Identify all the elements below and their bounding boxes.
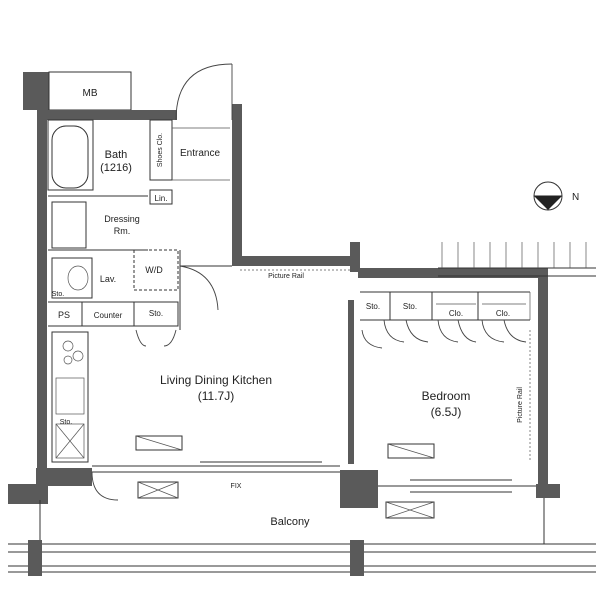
label-clo-2: Clo. — [496, 309, 510, 318]
label-picture-rail-ldk: Picture Rail — [268, 273, 304, 280]
north-compass: N — [533, 181, 579, 211]
label-kitchen-sto: Sto. — [60, 419, 73, 426]
label-shoe-closet: Shoes Clo. — [157, 133, 164, 167]
label-wd: W/D — [145, 265, 163, 275]
label-fix: FIX — [231, 483, 242, 490]
label-lav: Lav. — [100, 274, 116, 284]
interior-lines — [8, 119, 596, 576]
label-sto-bed-2: Sto. — [403, 302, 417, 311]
label-ps: PS — [58, 310, 70, 320]
label-mb: MB — [83, 88, 98, 99]
label-bath-size: (1216) — [100, 162, 132, 174]
label-bath: Bath — [105, 149, 128, 161]
label-entrance: Entrance — [180, 148, 220, 159]
label-clo-1: Clo. — [449, 309, 463, 318]
label-bedroom-size: (6.5J) — [431, 405, 462, 419]
label-balcony: Balcony — [270, 516, 310, 528]
label-sto-hall: Sto. — [149, 309, 163, 318]
label-ldk: Living Dining Kitchen — [160, 373, 272, 387]
compass-north-label: N — [572, 192, 579, 203]
label-linen: Lin. — [155, 194, 168, 203]
walls — [8, 71, 560, 508]
doors — [91, 63, 527, 501]
label-sto-bed-1: Sto. — [366, 302, 380, 311]
label-picture-rail-bed: Picture Rail — [517, 387, 524, 423]
label-counter: Counter — [94, 311, 123, 320]
label-bedroom: Bedroom — [422, 389, 471, 403]
label-sto-lav: Sto. — [52, 291, 65, 298]
room-labels: MB Bath (1216) Shoes Clo. Entrance Lin. … — [52, 88, 524, 528]
label-dressing-2: Rm. — [114, 226, 131, 236]
label-ldk-size: (11.7J) — [198, 389, 234, 403]
label-dressing: Dressing — [104, 214, 140, 224]
